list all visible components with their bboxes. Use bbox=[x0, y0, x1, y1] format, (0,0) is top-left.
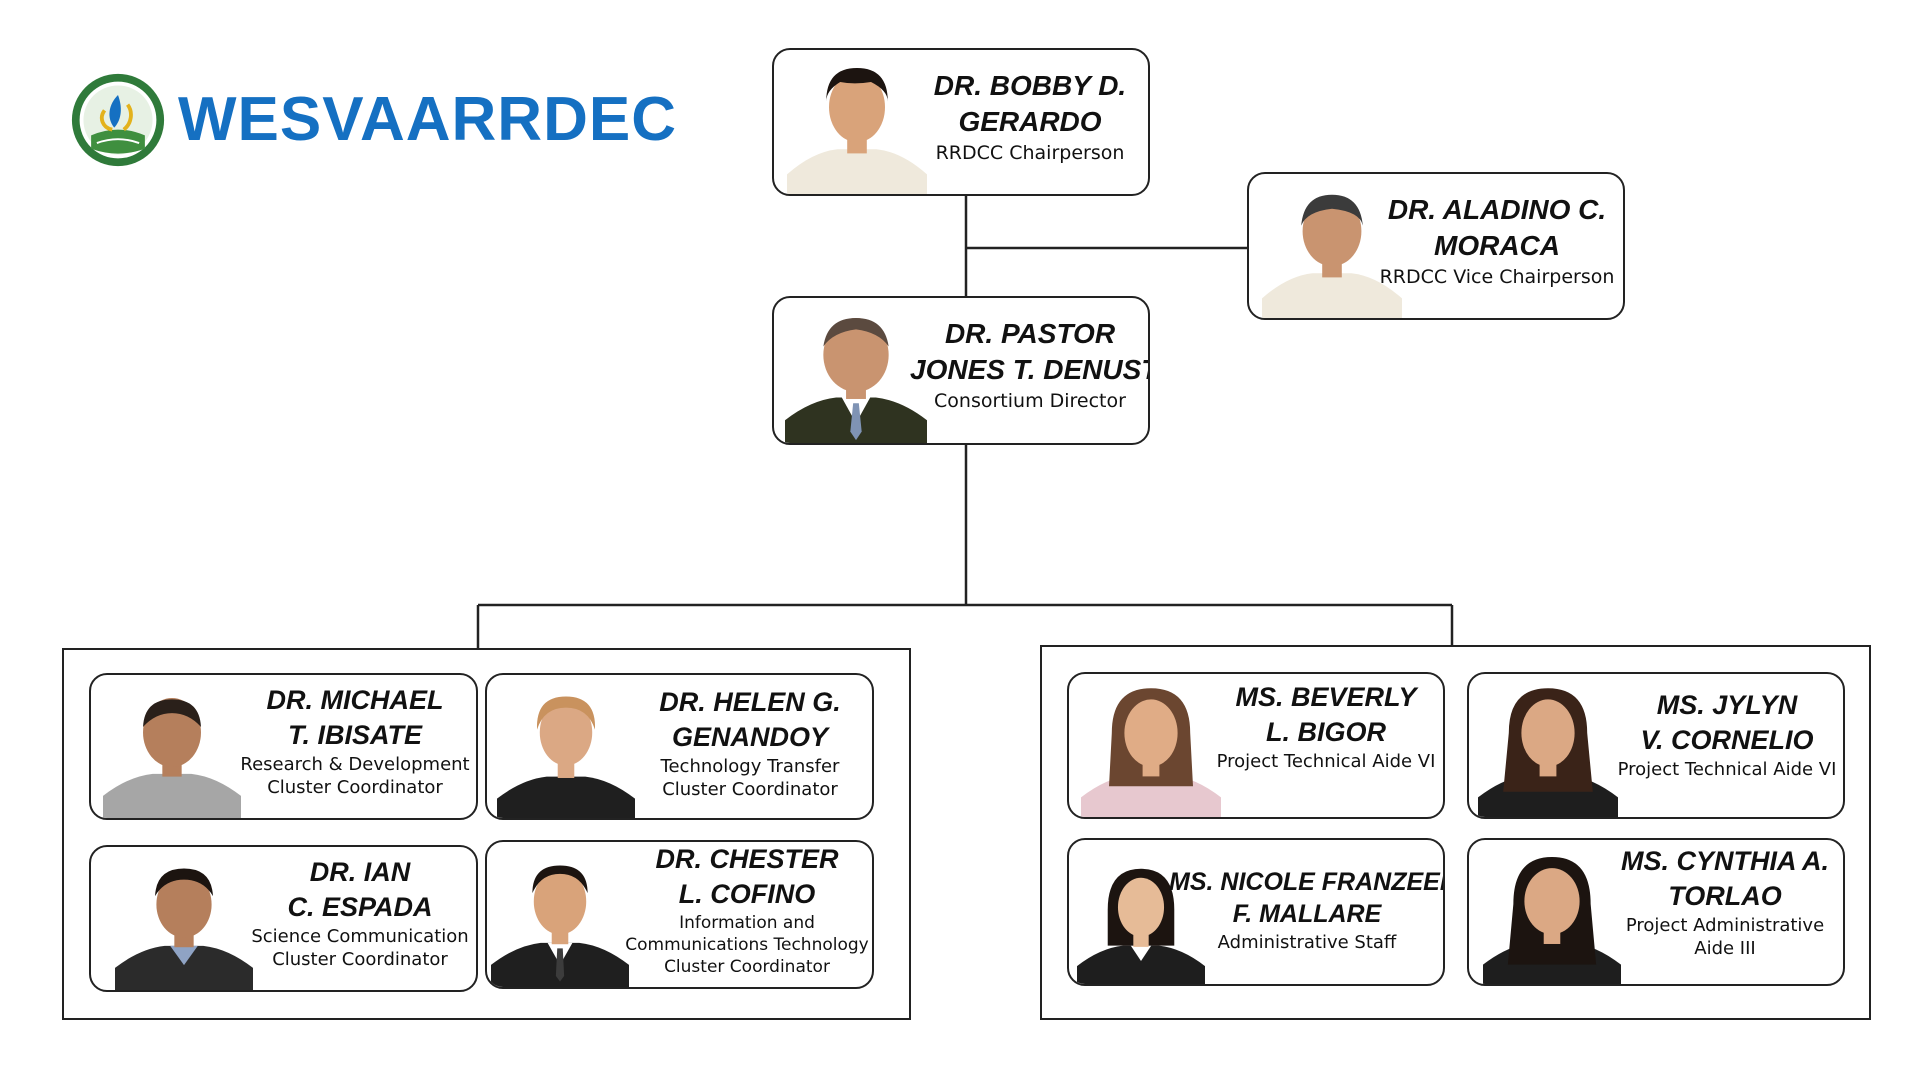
name-line-2: GENANDOY bbox=[671, 721, 828, 752]
role-line-2: Communications Technology bbox=[625, 935, 869, 956]
role-text: RRDCC Vice Chairperson bbox=[1379, 265, 1615, 288]
text-consortium-director: DR. PASTOR JONES T. DENUSTA Consortium D… bbox=[910, 316, 1150, 412]
name-line-1: DR. CHESTER bbox=[655, 844, 839, 874]
name-line-1: DR. IAN bbox=[309, 857, 411, 887]
name-line-1: DR. PASTOR bbox=[944, 318, 1116, 349]
card-cofino: DR. CHESTER L. COFINO Information and Co… bbox=[485, 840, 874, 989]
role-line-2: Aide III bbox=[1694, 938, 1756, 960]
text-chairperson: DR. BOBBY D. GERARDO RRDCC Chairperson bbox=[910, 68, 1148, 164]
role-line-2: Cluster Coordinator bbox=[272, 949, 448, 971]
role-line-1: Project Technical Aide VI bbox=[1617, 759, 1837, 781]
text-mallare: MS. NICOLE FRANZEEN F. MALLARE Administr… bbox=[1169, 866, 1445, 953]
name-line-1: MS. NICOLE FRANZEEN bbox=[1169, 868, 1445, 896]
card-chairperson: DR. BOBBY D. GERARDO RRDCC Chairperson bbox=[772, 48, 1150, 196]
card-torlao: MS. CYNTHIA A. TORLAO Project Administra… bbox=[1467, 838, 1845, 986]
photo-mallare bbox=[1077, 868, 1205, 984]
photo-espada bbox=[115, 868, 253, 990]
logo: WESVAARRDEC bbox=[70, 70, 677, 170]
card-bigor: MS. BEVERLY L. BIGOR Project Technical A… bbox=[1067, 672, 1445, 819]
logo-seal-icon bbox=[71, 73, 165, 167]
name-line-1: DR. MICHAEL bbox=[266, 685, 444, 715]
name-line-1: MS. BEVERLY bbox=[1235, 682, 1417, 712]
role-text: Consortium Director bbox=[934, 389, 1126, 412]
photo-cornelio bbox=[1478, 688, 1618, 817]
photo-ibisate bbox=[103, 697, 241, 818]
role-line-1: Information and bbox=[679, 913, 815, 934]
role-line-1: Project Administrative bbox=[1625, 915, 1825, 937]
role-line-1: Research & Development bbox=[240, 754, 470, 776]
name-line-1: MS. CYNTHIA A. bbox=[1621, 846, 1829, 876]
card-mallare: MS. NICOLE FRANZEEN F. MALLARE Administr… bbox=[1067, 838, 1445, 986]
name-line-2: T. IBISATE bbox=[288, 719, 422, 750]
text-vice-chairperson: DR. ALADINO C. MORACA RRDCC Vice Chairpe… bbox=[1369, 192, 1623, 288]
photo-bigor bbox=[1081, 688, 1221, 817]
photo-genandoy bbox=[497, 696, 635, 818]
name-line-2: L. BIGOR bbox=[1266, 716, 1386, 747]
role-line-1: Technology Transfer bbox=[660, 756, 840, 778]
role-line-3: Cluster Coordinator bbox=[664, 957, 830, 978]
logo-text: WESVAARRDEC bbox=[178, 85, 677, 154]
name-line-2: MORACA bbox=[1434, 229, 1560, 261]
name-line-1: DR. HELEN G. bbox=[659, 687, 841, 717]
photo-vice-chairperson bbox=[1262, 194, 1402, 318]
card-cornelio: MS. JYLYN V. CORNELIO Project Technical … bbox=[1467, 672, 1845, 819]
name-line-1: DR. BOBBY D. bbox=[933, 70, 1127, 101]
photo-cofino bbox=[491, 865, 629, 987]
text-cornelio: MS. JYLYN V. CORNELIO Project Technical … bbox=[1609, 688, 1843, 781]
name-line-2: F. MALLARE bbox=[1232, 900, 1382, 928]
name-line-2: JONES T. DENUSTA bbox=[910, 353, 1150, 385]
name-line-2: V. CORNELIO bbox=[1640, 724, 1814, 755]
card-ibisate: DR. MICHAEL T. IBISATE Research & Develo… bbox=[89, 673, 478, 820]
name-line-2: L. COFINO bbox=[678, 878, 816, 909]
role-line-1: Project Technical Aide VI bbox=[1216, 751, 1436, 773]
text-espada: DR. IAN C. ESPADA Science Communication … bbox=[243, 855, 476, 971]
text-genandoy: DR. HELEN G. GENANDOY Technology Transfe… bbox=[627, 685, 872, 801]
name-line-2: TORLAO bbox=[1668, 880, 1782, 911]
name-line-1: MS. JYLYN bbox=[1656, 690, 1798, 720]
name-line-2: GERARDO bbox=[958, 105, 1102, 137]
name-line-1: DR. ALADINO C. bbox=[1387, 194, 1607, 225]
name-line-2: C. ESPADA bbox=[287, 891, 433, 922]
role-line-2: Cluster Coordinator bbox=[662, 779, 838, 801]
card-genandoy: DR. HELEN G. GENANDOY Technology Transfe… bbox=[485, 673, 874, 820]
photo-torlao bbox=[1483, 857, 1621, 984]
photo-consortium-director bbox=[785, 318, 927, 443]
text-torlao: MS. CYNTHIA A. TORLAO Project Administra… bbox=[1605, 844, 1843, 960]
role-line-2: Cluster Coordinator bbox=[267, 777, 443, 799]
card-vice-chairperson: DR. ALADINO C. MORACA RRDCC Vice Chairpe… bbox=[1247, 172, 1625, 320]
role-text: RRDCC Chairperson bbox=[935, 141, 1125, 164]
role-line-1: Science Communication bbox=[251, 926, 469, 948]
card-espada: DR. IAN C. ESPADA Science Communication … bbox=[89, 845, 478, 992]
text-ibisate: DR. MICHAEL T. IBISATE Research & Develo… bbox=[233, 683, 476, 799]
card-consortium-director: DR. PASTOR JONES T. DENUSTA Consortium D… bbox=[772, 296, 1150, 445]
photo-chairperson bbox=[787, 68, 927, 194]
role-line-1: Administrative Staff bbox=[1217, 932, 1397, 953]
text-cofino: DR. CHESTER L. COFINO Information and Co… bbox=[621, 842, 872, 978]
text-bigor: MS. BEVERLY L. BIGOR Project Technical A… bbox=[1207, 680, 1443, 773]
